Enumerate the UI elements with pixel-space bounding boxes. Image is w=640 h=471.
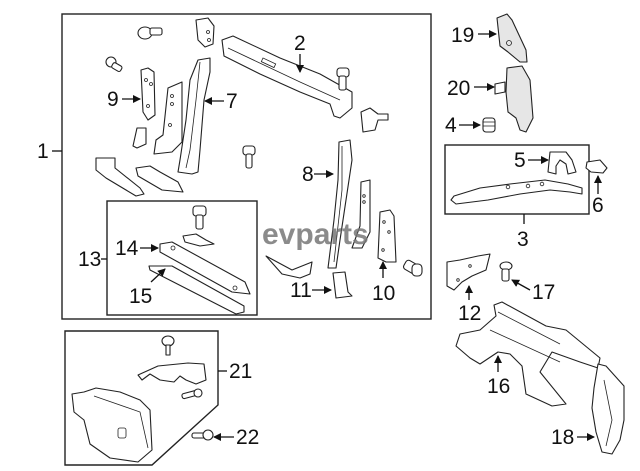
part-16-support [455,301,601,407]
clip-part [182,233,215,247]
callout-6: 6 [592,194,604,217]
screw-part [181,388,203,400]
callout-16: 16 [487,375,510,398]
part-12-bracket [446,253,491,291]
part-18-bracket [591,363,625,455]
callout-21: 21 [229,360,252,383]
lower-extension-part [95,157,184,197]
part-4-bushing [482,117,496,133]
callout-11: 11 [290,279,312,302]
callout-7: 7 [226,90,238,113]
bracket-part [265,255,313,279]
group-box-13 [106,200,258,316]
bolt-part [402,259,423,277]
bracket-part [137,362,207,385]
callout-9: 9 [107,88,119,111]
part-2-upper-support [221,35,353,119]
radar-sensor-part [71,387,153,463]
part-15-bracket [148,265,245,315]
callout-12: 12 [458,302,481,325]
leader-17 [511,279,531,291]
bolt-part [137,26,163,40]
watermark: evparts [262,218,369,251]
part-8-pillar [327,139,353,269]
part-17-clip [499,261,513,282]
callout-4: 4 [445,114,457,137]
bolt-part [192,205,207,230]
callout-15: 15 [129,285,152,308]
part-7-pillar [177,57,211,175]
callout-10: 10 [372,282,395,305]
screw-part [161,335,175,356]
callout-18: 18 [551,426,574,449]
callout-8: 8 [302,163,314,186]
part-6-clip [585,159,608,174]
part-9-plate [140,67,156,121]
pillar-plate-part [153,81,183,155]
part-3-bar [450,179,583,205]
bracket-part [351,179,371,249]
callout-17: 17 [532,281,555,304]
callout-20: 20 [447,77,470,100]
part-19-trim [496,13,528,63]
callout-3: 3 [517,228,529,251]
group-box-21 [64,330,219,466]
leader-15 [150,268,166,283]
group-box-1 [61,13,432,320]
bracket-part [360,107,389,133]
part-11-clip [332,271,353,299]
bolt-part [191,429,214,441]
bolt-part [242,145,256,169]
callout-5: 5 [514,149,526,172]
callout-13: 13 [78,248,101,271]
callout-14: 14 [115,237,139,260]
bracket-part [195,17,215,48]
bracket-part [132,127,147,149]
part-20-cover [494,65,534,133]
part-10-plate [377,209,397,263]
callout-1: 1 [37,140,49,163]
group-box-3 [444,144,590,215]
callout-2: 2 [294,32,306,55]
part-5-clamp [547,151,577,175]
bolt-part [336,67,350,91]
part-14-bracket [159,241,251,295]
callout-19: 19 [451,24,474,47]
bolt-part [105,56,123,73]
callout-22: 22 [236,426,259,449]
